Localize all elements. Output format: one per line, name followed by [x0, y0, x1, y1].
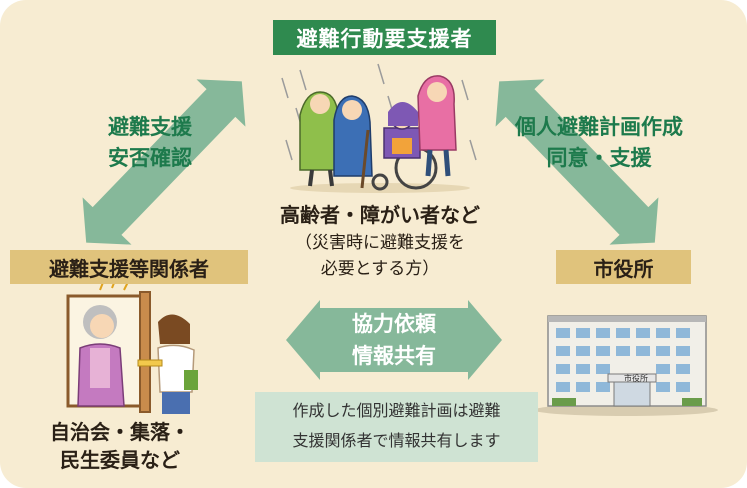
info-note-line2: 支援関係者で情報共有します	[292, 431, 501, 450]
left-arrow-line1: 避難支援	[108, 115, 192, 139]
center-arrow-line1: 協力依頼	[352, 312, 436, 336]
right-arrow-line1: 個人避難計画作成	[515, 115, 683, 139]
target-main-label: 高齢者・障がい者など	[280, 203, 480, 227]
supporters-caption-line2: 民生委員など	[60, 448, 180, 472]
left-arrow-line2: 安否確認	[108, 146, 192, 170]
center-arrow-text: 協力依頼 情報共有	[314, 308, 474, 372]
evacuees-illustration	[290, 75, 470, 193]
center-arrow-line2: 情報共有	[352, 344, 436, 368]
right-arrow-line2: 同意・支援	[546, 146, 652, 170]
info-note-box: 作成した個別避難計画は避難 支援関係者で情報共有します	[255, 392, 538, 462]
supporters-caption: 自治会・集落・ 民生委員など	[20, 418, 220, 474]
supporters-illustration	[66, 277, 198, 414]
left-arrow-text: 避難支援 安否確認	[80, 112, 220, 174]
supporters-caption-line1: 自治会・集落・	[50, 420, 190, 444]
city-hall-sign: 市役所	[624, 374, 648, 383]
supporters-label: 避難支援等関係者	[10, 250, 248, 284]
center-double-arrow	[286, 300, 502, 380]
right-arrow-text: 個人避難計画作成 同意・支援	[494, 112, 704, 174]
city-hall-illustration	[534, 315, 718, 416]
city-hall-label: 市役所	[556, 250, 691, 284]
target-note-line2: 必要とする方）	[320, 259, 440, 279]
title-label: 避難行動要支援者	[273, 20, 496, 55]
info-note-line1: 作成した個別避難計画は避難	[292, 401, 501, 420]
right-double-arrow	[495, 79, 659, 245]
left-double-arrow	[82, 79, 246, 245]
target-note-line1: （災害時に避難支援を	[295, 233, 465, 253]
